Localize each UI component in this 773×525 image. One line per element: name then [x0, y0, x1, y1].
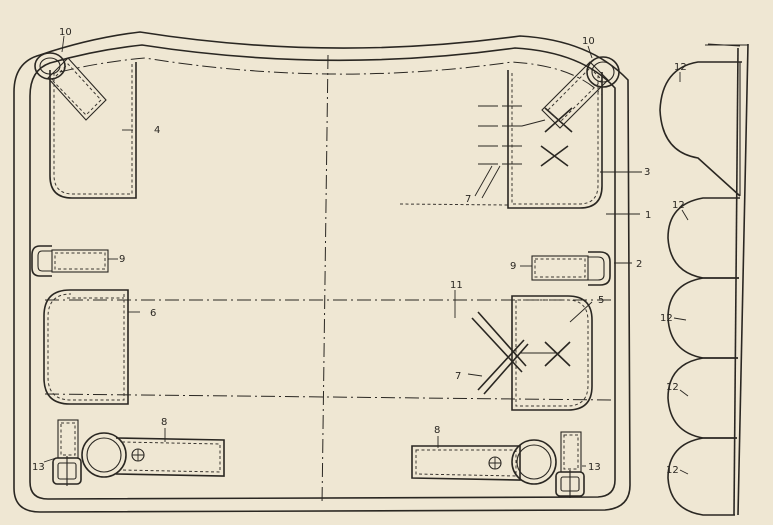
- label-2: 2: [636, 259, 642, 270]
- strap-8-right: [411, 439, 557, 485]
- loop-9-right: [531, 251, 611, 286]
- label-7-top: 7: [465, 194, 471, 205]
- leader-lines: [43, 35, 741, 475]
- pocket-5: [511, 295, 593, 411]
- label-10-right: 10: [582, 36, 595, 47]
- horizontal-line-bottom: [44, 393, 613, 401]
- pocket-4: [49, 62, 137, 199]
- label-3: 3: [644, 167, 650, 178]
- top-fold-line: [59, 57, 603, 96]
- label-1: 1: [645, 210, 651, 221]
- label-8-left: 8: [161, 417, 167, 428]
- label-9-right: 9: [510, 261, 516, 272]
- label-13-right: 13: [588, 462, 601, 473]
- label-12-a: 12: [674, 62, 687, 73]
- pocket-6: [43, 289, 129, 405]
- label-12-c: 12: [660, 313, 673, 324]
- label-9-left: 9: [119, 254, 125, 265]
- label-8-right: 8: [434, 425, 440, 436]
- outer-outline: [13, 31, 631, 513]
- label-12-e: 12: [666, 465, 679, 476]
- strap-8-left: [81, 432, 225, 478]
- strap-10-right: [541, 56, 620, 129]
- inner-panel-outline: [29, 44, 616, 500]
- label-6: 6: [150, 308, 156, 319]
- label-11: 11: [450, 280, 463, 291]
- vertical-center-line: [321, 54, 329, 506]
- buckle-13-left: [52, 419, 82, 486]
- label-12-d: 12: [666, 382, 679, 393]
- label-5: 5: [598, 295, 604, 306]
- label-10-left: 10: [59, 27, 72, 38]
- label-13-left: 13: [32, 462, 45, 473]
- slots-7-top: [474, 105, 546, 199]
- slots-7-middle: [467, 311, 529, 395]
- pocket-3: [399, 70, 603, 209]
- label-12-b: 12: [672, 200, 685, 211]
- strap-10-left: [34, 52, 107, 121]
- side-gusset: [659, 43, 749, 516]
- label-7-middle: 7: [455, 371, 461, 382]
- buckle-13-right: [555, 431, 585, 498]
- loop-9-left: [31, 245, 109, 277]
- label-4: 4: [154, 125, 160, 136]
